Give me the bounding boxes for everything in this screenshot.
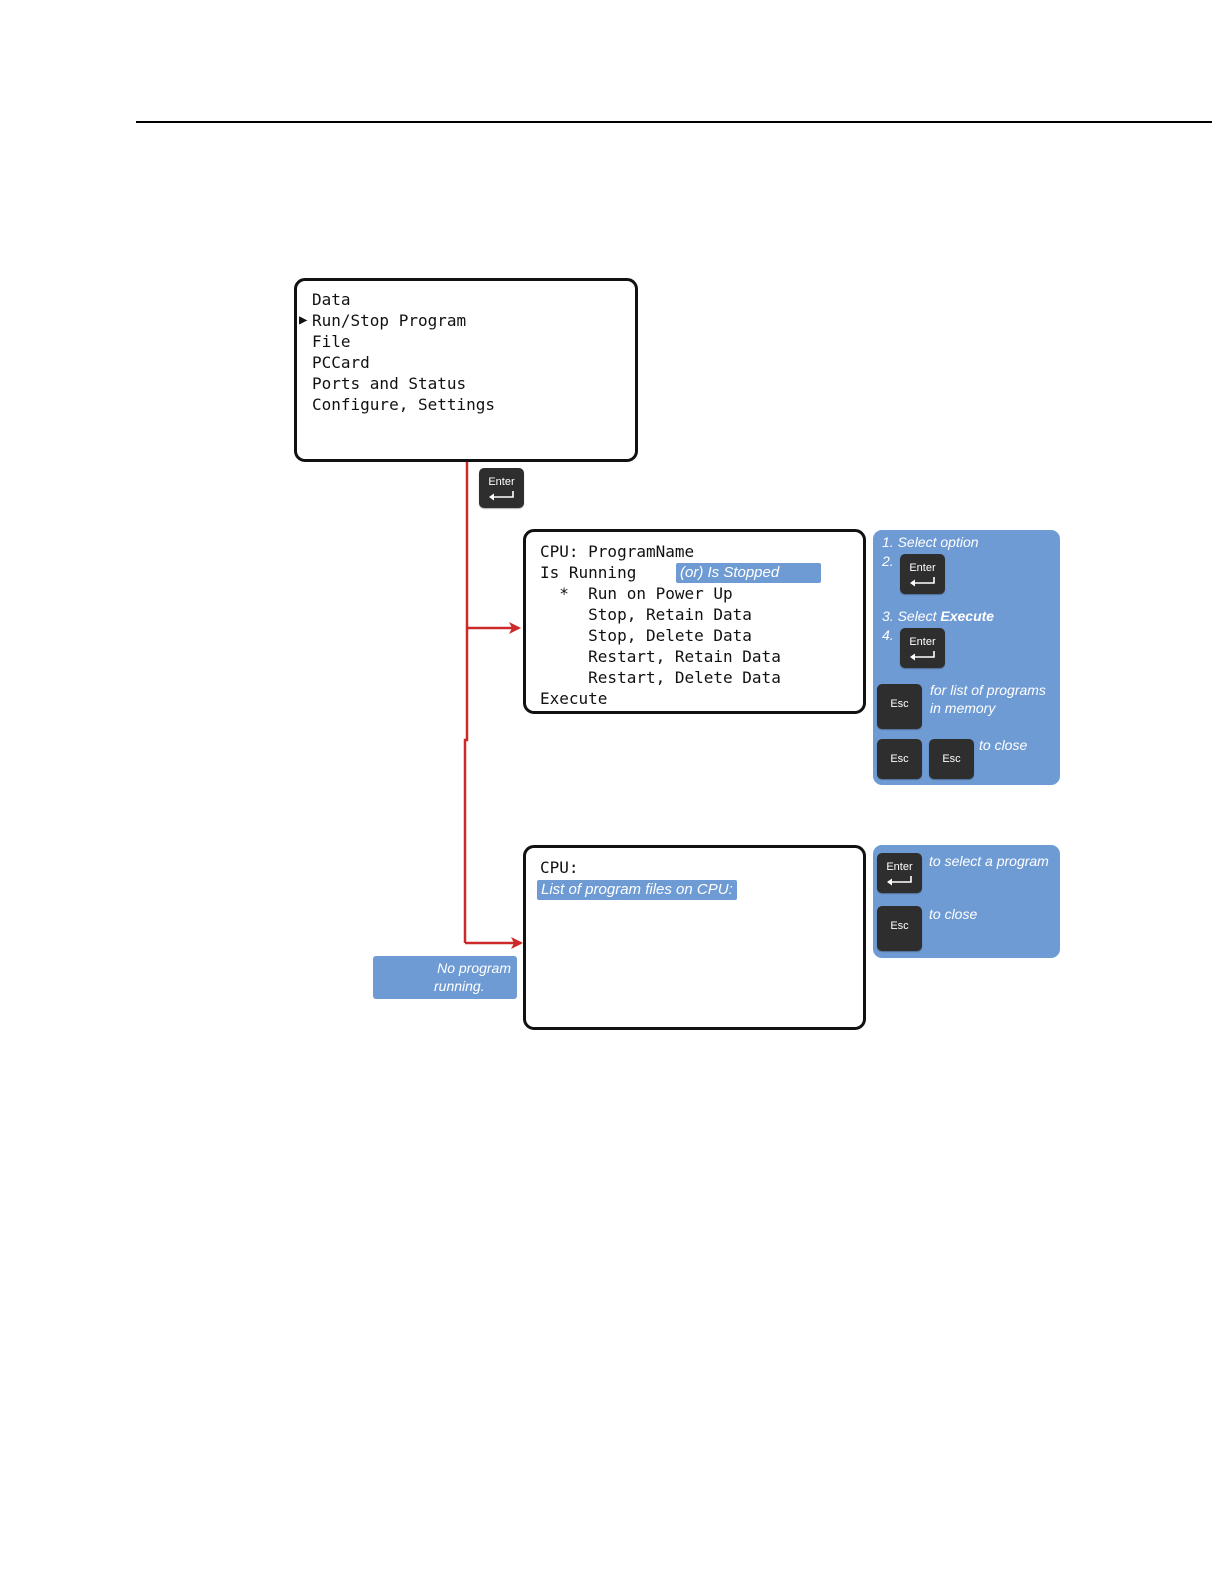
esc-key-close-list[interactable]: Esc: [877, 906, 922, 951]
option-restart-retain-data[interactable]: Restart, Retain Data: [540, 647, 781, 666]
esc-key-label: Esc: [890, 698, 909, 710]
enter-key[interactable]: Enter: [479, 468, 524, 508]
program-list-highlight: List of program files on CPU:: [537, 880, 737, 900]
menu-item-data[interactable]: Data: [312, 290, 351, 309]
option-stop-delete-data[interactable]: Stop, Delete Data: [540, 626, 752, 645]
esc-key-label: Esc: [890, 920, 909, 932]
no-program-note: No program running.: [373, 956, 517, 999]
enter-key-step-4[interactable]: Enter: [900, 628, 945, 668]
menu-cursor-icon: ▶: [299, 312, 308, 328]
enter-key-label: Enter: [488, 476, 515, 488]
main-menu-screen: ▶ Data Run/Stop Program File PCCard Port…: [294, 278, 638, 462]
enter-arrow-icon: [910, 577, 935, 587]
connector-trunk: [463, 461, 469, 943]
step-3-execute: Execute: [940, 608, 995, 624]
enter-key-step-2[interactable]: Enter: [900, 554, 945, 594]
program-list-title: CPU:: [540, 858, 579, 877]
enter-arrow-icon: [910, 651, 935, 661]
program-list-screen: CPU: List of program files on CPU:: [523, 845, 866, 1030]
step-4-text: 4.: [882, 627, 894, 643]
esc-key-close-1[interactable]: Esc: [877, 739, 922, 779]
enter-key-select-program[interactable]: Enter: [877, 853, 922, 893]
esc-close-list-text: to close: [929, 906, 978, 922]
menu-item-file[interactable]: File: [312, 332, 351, 351]
esc-list-text-line1: for list of programs: [930, 682, 1046, 698]
enter-arrow-icon: [887, 876, 912, 886]
cpu-screen: CPU: ProgramName Is Running (or) Is Stop…: [523, 529, 866, 714]
menu-item-ports-and-status[interactable]: Ports and Status: [312, 374, 467, 393]
menu-item-configure-settings[interactable]: Configure, Settings: [312, 395, 496, 414]
step-2-text: 2.: [882, 553, 894, 569]
step-3-prefix: 3. Select: [882, 608, 941, 624]
esc-key-label: Esc: [890, 753, 909, 765]
step-3-text: 3. Select Execute: [882, 607, 994, 625]
menu-item-run-stop-program[interactable]: Run/Stop Program: [312, 311, 467, 330]
esc-key-close-2[interactable]: Esc: [929, 739, 974, 779]
cpu-status-running: Is Running: [540, 563, 637, 582]
header-rule: [136, 121, 1212, 123]
no-program-line1: No program: [437, 960, 511, 976]
esc-list-text-line2: in memory: [930, 700, 996, 716]
no-program-line2: running.: [434, 978, 485, 994]
enter-key-label: Enter: [909, 636, 936, 648]
enter-select-text: to select a program: [929, 853, 1049, 869]
option-restart-delete-data[interactable]: Restart, Delete Data: [540, 668, 781, 687]
instructions-panel: 1. Select option 2. Enter 3. Select Exec…: [873, 530, 1060, 785]
enter-arrow-icon: [489, 491, 514, 501]
option-stop-retain-data[interactable]: Stop, Retain Data: [540, 605, 752, 624]
option-run-on-power-up[interactable]: * Run on Power Up: [540, 584, 733, 603]
option-execute[interactable]: Execute: [540, 689, 608, 708]
esc-key-label: Esc: [942, 753, 961, 765]
esc-key-program-list[interactable]: Esc: [877, 684, 922, 729]
enter-key-label: Enter: [909, 562, 936, 574]
menu-item-pccard[interactable]: PCCard: [312, 353, 370, 372]
cpu-program-name: CPU: ProgramName: [540, 542, 695, 561]
status-alt-highlight: (or) Is Stopped: [676, 563, 821, 583]
step-1-text: 1. Select option: [882, 534, 979, 550]
esc-close-text: to close: [979, 737, 1028, 753]
program-list-panel: Enter to select a program Esc to close: [873, 845, 1060, 958]
enter-key-label: Enter: [886, 861, 913, 873]
